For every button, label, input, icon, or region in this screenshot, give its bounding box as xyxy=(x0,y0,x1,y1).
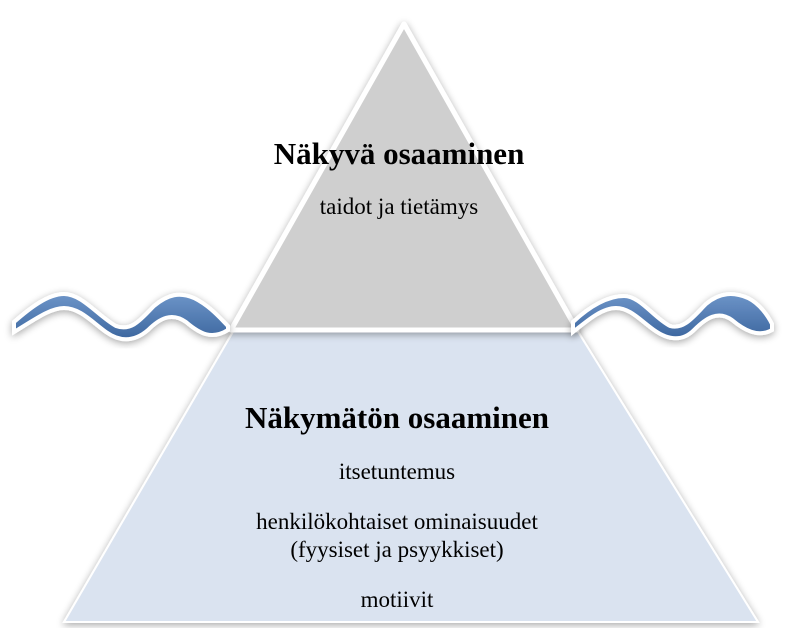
hidden-competence-line: henkilökohtaiset ominaisuudet xyxy=(256,509,538,534)
visible-competence-region xyxy=(228,21,580,333)
right-waves xyxy=(571,292,774,341)
hidden-competence-line: itsetuntemus xyxy=(338,459,456,484)
left-waves xyxy=(12,291,230,342)
hidden-competence-title: Näkymätön osaaminen xyxy=(244,400,549,435)
visible-competence-title: Näkyvä osaaminen xyxy=(273,136,525,171)
visible-competence-subtitle: taidot ja tietämys xyxy=(319,194,479,219)
hidden-competence-line: (fyysiset ja psyykkiset) xyxy=(290,537,504,562)
hidden-competence-line: motiivit xyxy=(360,587,434,612)
